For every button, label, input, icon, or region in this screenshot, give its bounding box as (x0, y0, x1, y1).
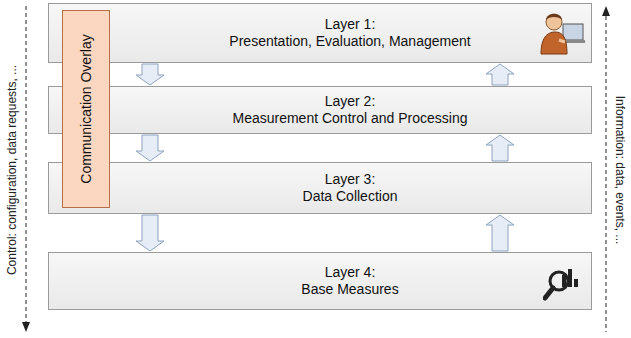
layer-box: Layer 1:Presentation, Evaluation, Manage… (48, 3, 592, 63)
layer-title: Layer 4: (265, 264, 376, 281)
block-arrow (136, 215, 164, 251)
information-arrowhead (602, 6, 610, 16)
information-line (606, 16, 607, 332)
layer-label: Base Measures (241, 281, 398, 298)
block-arrow (486, 215, 514, 251)
layer-label: Presentation, Evaluation, Management (169, 33, 470, 50)
block-arrow (486, 135, 514, 161)
measure-icon (543, 261, 583, 301)
layer-box: Layer 4:Base Measures (48, 252, 592, 310)
layer-title: Layer 3: (265, 171, 376, 188)
person-icon (535, 6, 587, 56)
layer-label: Data Collection (243, 188, 398, 205)
layer-title: Layer 1: (265, 16, 376, 33)
control-line (26, 6, 27, 322)
block-arrow (136, 135, 164, 161)
overlay-band: Communication Overlay (62, 10, 110, 208)
layer-title: Layer 2: (265, 93, 376, 110)
layer-label: Communication Overlay (78, 34, 94, 183)
layer-box: Layer 3:Data Collection (48, 162, 592, 214)
block-arrow (136, 64, 164, 85)
block-arrow (486, 64, 514, 85)
layer-label: Measurement Control and Processing (172, 110, 467, 127)
side-label: Control: configuration, data requests, .… (5, 65, 19, 275)
control-arrowhead (22, 322, 30, 332)
layer-box: Layer 2:Measurement Control and Processi… (48, 86, 592, 134)
side-label: Information: data, events, ... (613, 96, 627, 245)
